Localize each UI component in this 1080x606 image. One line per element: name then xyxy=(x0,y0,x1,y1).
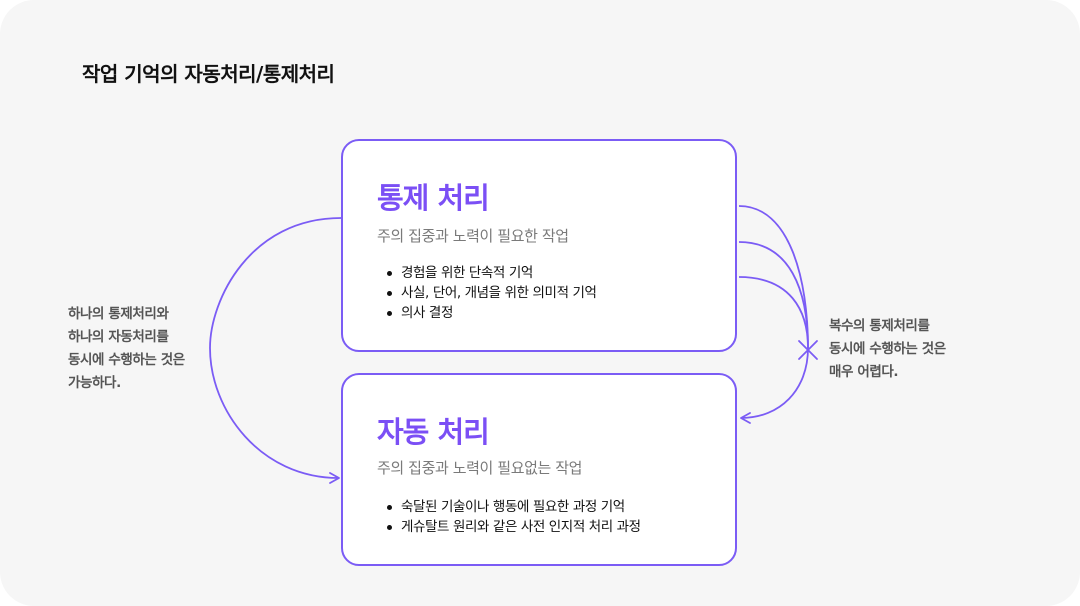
right-connector-arrow xyxy=(740,347,809,424)
list-item: 사실, 단어, 개념을 위한 의미적 기억 xyxy=(387,283,597,303)
controlled-processing-box: 통제 처리 주의 집중과 노력이 필요한 작업 경험을 위한 단속적 기억 사실… xyxy=(341,139,737,352)
automatic-processing-box: 자동 처리 주의 집중과 노력이 필요없는 작업 숙달된 기술이나 행동에 필요… xyxy=(341,373,737,566)
list-item: 경험을 위한 단속적 기억 xyxy=(387,263,597,283)
controlled-processing-subtitle: 주의 집중과 노력이 필요한 작업 xyxy=(377,227,569,245)
left-note: 하나의 통제처리와 하나의 자동처리를 동시에 수행하는 것은 가능하다. xyxy=(68,306,185,391)
right-note: 복수의 통제처리를 동시에 수행하는 것은 매우 어렵다. xyxy=(829,318,946,380)
left-connector-arrow xyxy=(209,217,342,484)
automatic-processing-title: 자동 처리 xyxy=(377,415,490,449)
automatic-processing-list: 숙달된 기술이나 행동에 필요한 과정 기억 게슈탈트 원리와 같은 사전 인지… xyxy=(387,497,641,537)
blocked-x-icon xyxy=(798,340,818,360)
controlled-processing-list: 경험을 위한 단속적 기억 사실, 단어, 개념을 위한 의미적 기억 의사 결… xyxy=(387,263,597,323)
right-connector-line-3 xyxy=(738,276,809,349)
right-connector-line-2 xyxy=(738,241,809,349)
controlled-processing-title: 통제 처리 xyxy=(377,181,490,215)
list-item: 숙달된 기술이나 행동에 필요한 과정 기억 xyxy=(387,497,641,517)
automatic-processing-subtitle: 주의 집중과 노력이 필요없는 작업 xyxy=(377,459,583,477)
page-title: 작업 기억의 자동처리/통제처리 xyxy=(82,62,335,86)
list-item: 게슈탈트 원리와 같은 사전 인지적 처리 과정 xyxy=(387,517,641,537)
list-item: 의사 결정 xyxy=(387,303,597,323)
